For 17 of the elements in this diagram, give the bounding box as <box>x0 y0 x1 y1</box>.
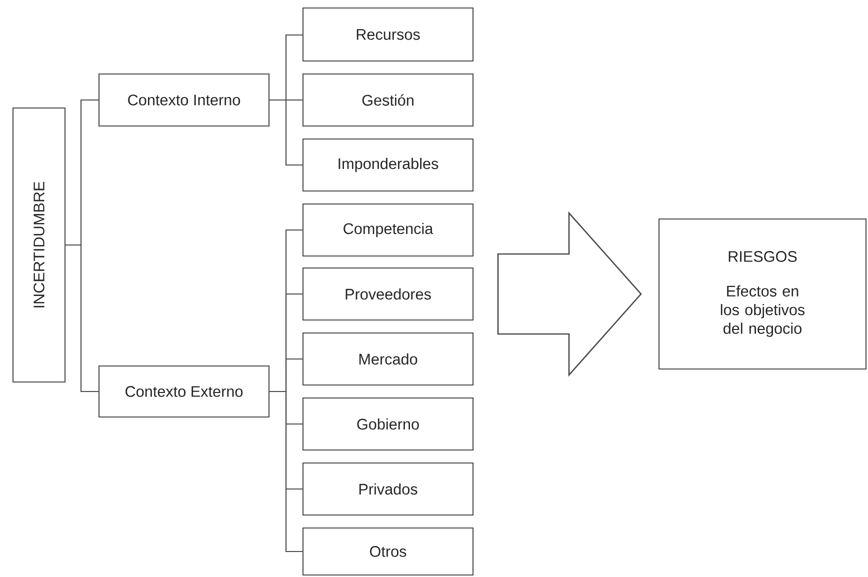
category-box: Contexto Interno <box>98 73 270 127</box>
connector-line <box>66 244 98 392</box>
connector-line <box>270 99 302 166</box>
item-box: Recursos <box>302 7 474 62</box>
item-box: Mercado <box>302 332 474 386</box>
item-box: Competencia <box>302 203 474 257</box>
item-box: Gobierno <box>302 397 474 451</box>
connector-line <box>270 390 302 552</box>
block-arrow <box>497 211 642 377</box>
result-box: RIESGOS Efectos en los objetivos del negocio <box>658 218 867 370</box>
item-box: Proveedores <box>302 267 474 321</box>
item-box: Otros <box>302 527 474 576</box>
root-box: INCERTIDUMBRE <box>12 107 66 383</box>
item-box: Gestión <box>302 73 474 127</box>
category-box: Contexto Externo <box>98 365 270 418</box>
item-box: Imponderables <box>302 138 474 192</box>
item-box: Privados <box>302 462 474 516</box>
